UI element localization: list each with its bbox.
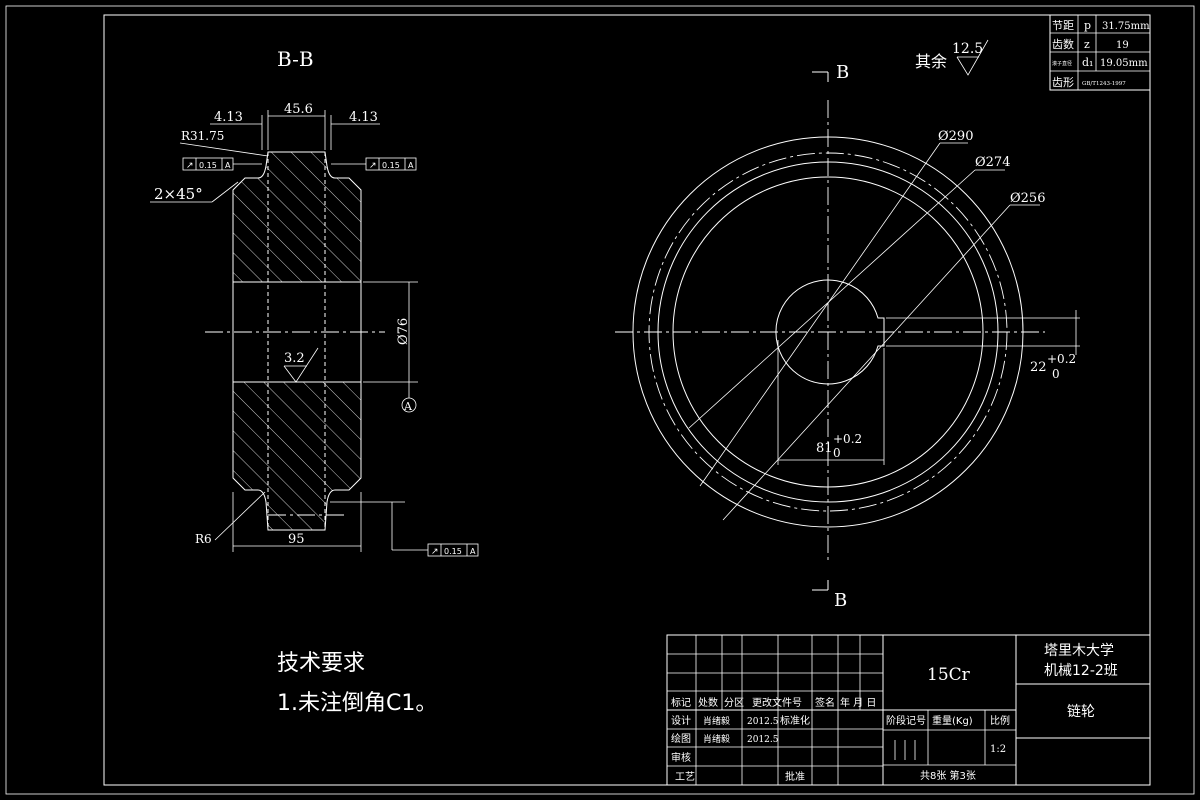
dim-tooth-width: 45.6 [284,102,313,117]
dim-keyway-depth: 81 [816,441,833,456]
param-roller-value: 19.05mm [1100,58,1148,69]
svg-text:0: 0 [1052,367,1060,381]
dim-chamfer: 2×45° [154,185,203,203]
param-pitch-name: 节距 [1052,19,1074,32]
tb-scale-label: 比例 [990,714,1010,727]
tb-material: 15Cr [927,665,971,685]
tech-requirements: 技术要求 1.未注倒角C1。 [277,651,437,716]
svg-text:0.15: 0.15 [199,161,217,170]
param-profile-value: GB/T1243-1997 [1082,81,1126,87]
tb-part-name: 链轮 [1067,704,1095,720]
roughness-rest-symbol: 12.5 [952,39,989,76]
tech-req-title: 技术要求 [277,651,365,676]
svg-text:标准化: 标准化 [780,714,810,727]
svg-text:↗: ↗ [431,547,439,557]
dim-root-dia: Ø256 [1010,191,1045,206]
roughness-rest-label: 其余 [915,52,947,71]
param-roller-name: 滚子直径 [1052,60,1072,67]
tb-draw-label: 绘图 [671,732,691,745]
title-block: 标记 处数 分区 更改文件号 签名 年 月 日 设计 肖绪毅 2012.5 标准… [666,634,1151,786]
svg-text:分区: 分区 [724,697,744,709]
section-mark-top: B [836,62,849,83]
dim-right-offset: 4.13 [349,110,378,125]
params-table: 节距 p 31.75mm 齿数 z 19 滚子直径 d₁ 19.05mm 齿形 … [1049,14,1151,91]
svg-text:年 月 日: 年 月 日 [840,696,876,709]
inner-border [103,14,1151,786]
tolerance-frame-bottom: ↗ 0.15 A [427,543,479,557]
datum-label: A [403,400,413,413]
svg-text:0.15: 0.15 [444,547,462,556]
svg-text:d₁: d₁ [1082,56,1093,69]
tb-approve-label: 批准 [785,770,805,783]
tb-weight-label: 重量(Kg) [932,714,973,727]
dim-radius-top: R31.75 [181,129,224,143]
outer-border [5,5,1195,795]
svg-text:+0.2: +0.2 [1047,352,1076,366]
svg-text:0: 0 [833,446,841,460]
tb-class: 机械12-2班 [1044,663,1118,679]
dim-keyway-width: 22 [1030,360,1047,375]
tb-design-label: 设计 [671,714,691,727]
param-pitch-value: 31.75mm [1102,21,1150,32]
tb-review-label: 审核 [671,751,691,764]
svg-text:+0.2: +0.2 [833,432,862,446]
param-teeth-name: 齿数 [1052,38,1074,51]
tb-process-label: 工艺 [675,771,695,783]
tech-req-item-1: 1.未注倒角C1。 [277,691,437,716]
tb-sheets: 共8张 第3张 [920,769,976,782]
svg-text:A: A [225,161,231,170]
tb-school: 塔里木大学 [1044,643,1114,659]
section-mark-bottom: B [834,590,847,611]
section-view: B-B 45.6 4.13 4.13 R31.75 [150,47,479,557]
tolerance-frame-left: ↗ 0.15 A [182,157,262,171]
tb-header-mark: 标记 [671,697,691,709]
svg-text:p: p [1084,19,1091,32]
dim-outer-dia: Ø290 [938,129,973,144]
svg-text:A: A [470,547,476,556]
param-teeth-value: 19 [1116,40,1129,51]
svg-text:肖绪毅: 肖绪毅 [703,733,730,745]
svg-text:↗: ↗ [369,161,377,171]
svg-text:0.15: 0.15 [382,161,400,170]
svg-text:↗: ↗ [186,161,194,171]
roughness-symbol: 3.2 [283,347,319,383]
svg-text:2012.5: 2012.5 [747,717,779,727]
dim-left-offset: 4.13 [214,110,243,125]
svg-text:A: A [408,161,414,170]
svg-text:3.2: 3.2 [284,351,305,366]
dim-hub-width: 95 [288,532,305,547]
bore-keyway [775,279,885,385]
dim-pitch-dia: Ø274 [975,155,1010,170]
svg-text:肖绪毅: 肖绪毅 [703,715,730,727]
dim-radius-bottom: R6 [195,532,212,546]
datum-symbol [401,397,417,413]
section-title: B-B [277,47,314,71]
tb-scale-value: 1:2 [990,744,1006,755]
dim-bore: Ø76 [396,318,411,345]
svg-text:签名: 签名 [815,696,835,709]
param-profile-name: 齿形 [1052,76,1074,89]
svg-text:z: z [1084,38,1090,51]
svg-text:处数: 处数 [698,696,718,709]
tolerance-frame-right: ↗ 0.15 A [331,157,417,171]
svg-text:2012.5: 2012.5 [747,735,779,745]
svg-text:12.5: 12.5 [952,41,983,57]
front-view: B B 其余 12.5 Ø290 Ø274 Ø256 [615,39,1080,611]
tb-stage-label: 阶段记号 [886,714,926,727]
svg-text:更改文件号: 更改文件号 [752,696,802,709]
